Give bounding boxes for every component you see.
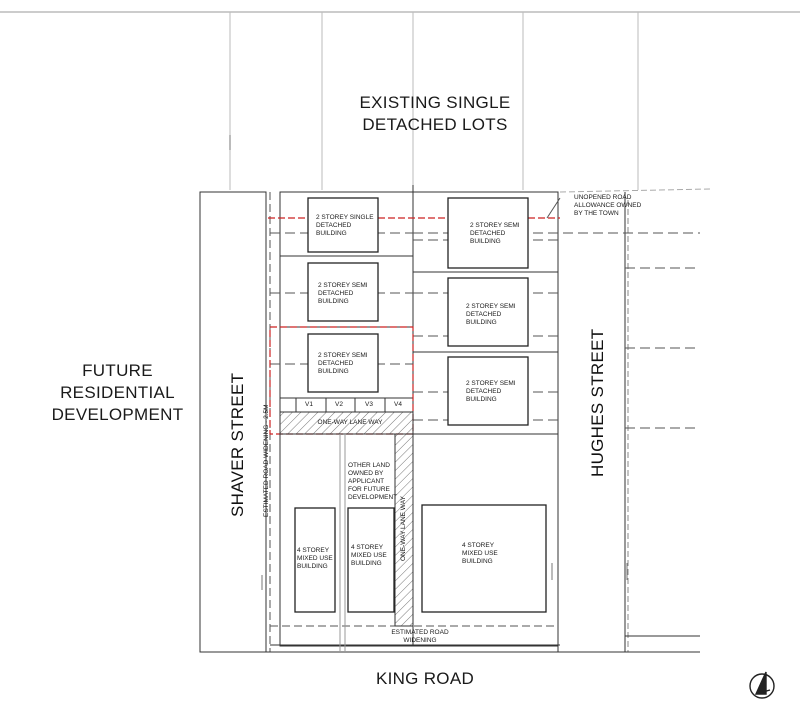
building-m3-label: 4 STOREY MIXED USE BUILDING bbox=[462, 542, 498, 565]
existing-lot-lines bbox=[229, 12, 639, 190]
building-b1 bbox=[307, 197, 379, 253]
road-widening-vertical-label: ESTIMATED ROAD WIDENING - 2.5M bbox=[263, 404, 270, 517]
visitor-space-v2: V2 bbox=[335, 401, 343, 408]
road-allowance-line bbox=[559, 188, 711, 193]
lane-hatch-vertical bbox=[394, 433, 414, 627]
building-b4 bbox=[447, 197, 529, 269]
building-b5-label: 2 STOREY SEMI DETACHED BUILDING bbox=[466, 303, 516, 326]
building-b3-label: 2 STOREY SEMI DETACHED BUILDING bbox=[318, 352, 368, 375]
west-label: FUTURE RESIDENTIAL DEVELOPMENT bbox=[51, 361, 184, 424]
building-b2 bbox=[307, 262, 379, 322]
building-b5 bbox=[447, 277, 529, 347]
building-m1-label: 4 STOREY MIXED USE BUILDING bbox=[297, 547, 333, 570]
building-b6-label: 2 STOREY SEMI DETACHED BUILDING bbox=[466, 380, 516, 403]
building-m2-label: 4 STOREY MIXED USE BUILDING bbox=[351, 544, 387, 567]
lane-way-horizontal-label: ONE-WAY LANE WAY bbox=[317, 419, 383, 426]
north-arrow-icon bbox=[749, 671, 775, 699]
king-road-label: KING ROAD bbox=[375, 669, 475, 688]
building-b6 bbox=[447, 356, 529, 426]
building-b3 bbox=[307, 333, 379, 393]
lane-hatch-horizontal bbox=[279, 411, 414, 435]
shaver-street-label: SHAVER STREET bbox=[228, 372, 247, 517]
hughes-street-label: HUGHES STREET bbox=[588, 328, 607, 477]
building-b4-label: 2 STOREY SEMI DETACHED BUILDING bbox=[470, 222, 520, 245]
building-m1 bbox=[294, 507, 336, 613]
unopened-road-note: UNOPENED ROAD ALLOWANCE OWNED BY THE TOW… bbox=[574, 194, 642, 217]
road-widening-horizontal-label: ESTIMATED ROAD WIDENING bbox=[391, 629, 449, 644]
lane-way-vertical-label: ONE-WAY LANE WAY bbox=[400, 496, 407, 561]
visitor-space-v4: V4 bbox=[394, 401, 402, 408]
building-m3 bbox=[421, 504, 547, 613]
visitor-space-v1: V1 bbox=[305, 401, 313, 408]
visitor-space-v3: V3 bbox=[365, 401, 373, 408]
north-label: EXISTING SINGLE DETACHED LOTS bbox=[359, 93, 511, 134]
building-m2 bbox=[347, 507, 395, 613]
building-b1-label: 2 STOREY SINGLE DETACHED BUILDING bbox=[316, 214, 374, 237]
other-land-note: OTHER LAND OWNED BY APPLICANT FOR FUTURE… bbox=[348, 462, 398, 501]
building-b2-label: 2 STOREY SEMI DETACHED BUILDING bbox=[318, 282, 368, 305]
